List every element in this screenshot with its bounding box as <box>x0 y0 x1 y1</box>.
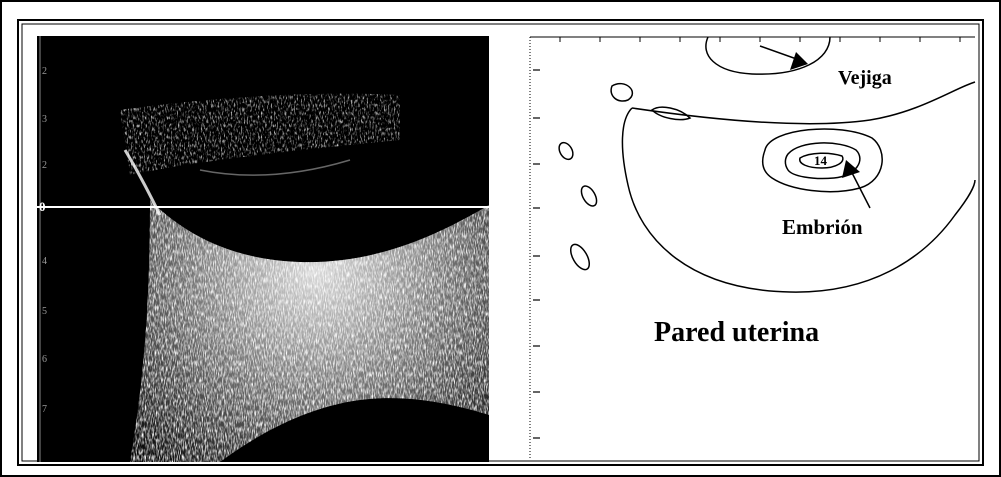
depth-tick-label: 7 <box>42 404 47 415</box>
depth-tick-label: 2 <box>42 160 47 171</box>
uterine-wall-label: Pared uterina <box>654 317 819 348</box>
depth-tick-label: 6 <box>42 354 47 365</box>
bladder-label: Vejiga <box>838 67 892 89</box>
depth-zero-label: 0 <box>39 199 46 214</box>
embryo-label: Embrión <box>782 215 863 239</box>
embryo-size-label: 14 <box>814 153 828 168</box>
depth-tick-label: 2 <box>42 66 47 77</box>
depth-tick-label: 3 <box>42 114 47 125</box>
depth-tick-label: 4 <box>42 256 47 267</box>
uterine-wall-outline <box>622 108 975 292</box>
bladder-outline <box>706 37 830 74</box>
ultrasound-scan: 2 3 2 0 4 5 6 7 <box>37 36 489 462</box>
depth-tick-label: 5 <box>42 306 47 317</box>
schematic-drawing <box>530 37 975 460</box>
